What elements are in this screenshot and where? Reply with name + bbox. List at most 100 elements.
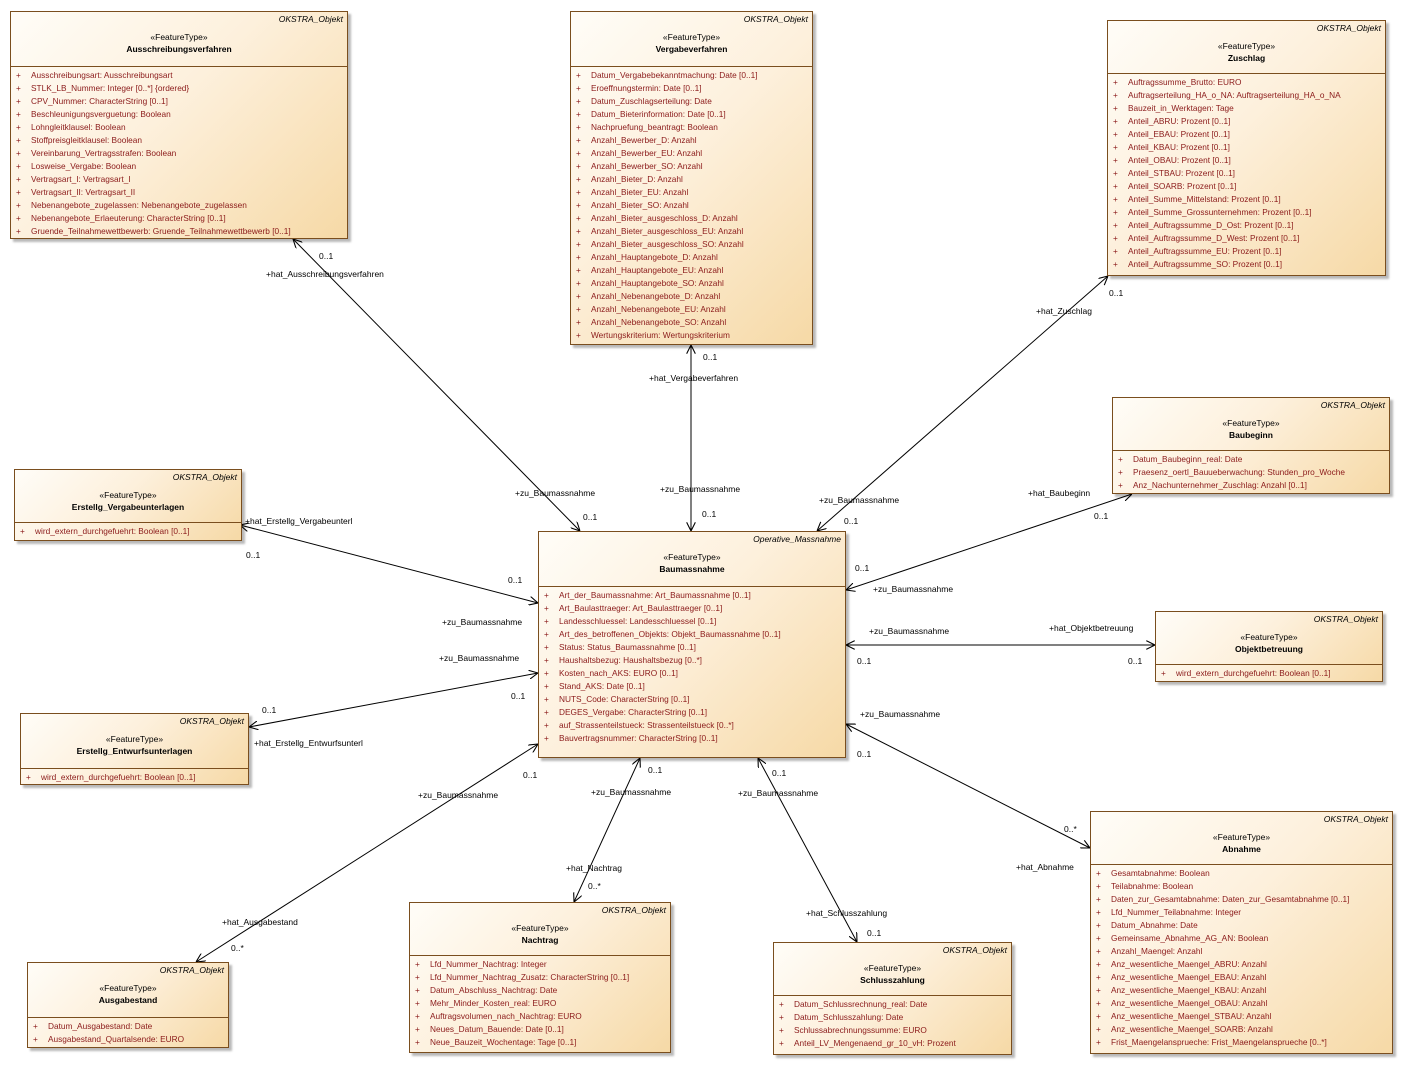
- attribute-visibility: +: [1113, 246, 1118, 256]
- multiplicity-label: 0..1: [857, 749, 872, 759]
- attribute-row: +Haushaltsbezug: Haushaltsbezug [0..*]: [539, 654, 845, 667]
- class-zuschlag[interactable]: OKSTRA_Objekt «FeatureType» Zuschlag +Au…: [1107, 20, 1386, 276]
- class-parent: OKSTRA_Objekt: [1313, 614, 1378, 624]
- attribute-row: + Anteil_Auftragssumme_SO: Prozent [0..1]: [1108, 258, 1385, 271]
- attribute-list: +Datum_Ausgabestand: Date+Ausgabestand_Q…: [28, 1017, 228, 1046]
- association-line-schlusszahlung: [758, 758, 857, 942]
- attribute-visibility: +: [1096, 907, 1101, 917]
- attribute-visibility: +: [544, 681, 549, 691]
- attribute-text: Art_des_betroffenen_Objekts: Objekt_Baum…: [559, 629, 781, 639]
- attribute-row: +Nebenangebote_zugelassen: Nebenangebote…: [11, 199, 347, 212]
- class-nachtrag[interactable]: OKSTRA_Objekt «FeatureType» Nachtrag +Lf…: [409, 902, 671, 1053]
- attribute-text: Lohngleitklausel: Boolean: [31, 122, 126, 132]
- attribute-text: STLK_LB_Nummer: Integer [0..*] {ordered}: [31, 83, 190, 93]
- association-line-erstellg-entwurfsunterlagen: [249, 673, 538, 727]
- attribute-text: Anzahl_Bewerber_D: Anzahl: [591, 135, 697, 145]
- multiplicity-label: 0..1: [583, 512, 598, 522]
- attribute-row: +CPV_Nummer: CharacterString [0..1]: [11, 95, 347, 108]
- attribute-row: +Anteil_Summe_Mittelstand: Prozent [0..1…: [1108, 193, 1385, 206]
- association-line-ausgabestand: [196, 744, 538, 962]
- attribute-text: Anteil_Auftragssumme_D_West: Prozent [0.…: [1128, 233, 1300, 243]
- multiplicity-label: 0..1: [262, 705, 277, 715]
- class-name: Nachtrag: [521, 935, 559, 945]
- class-baumassnahme[interactable]: Operative_Massnahme «FeatureType» Baumas…: [538, 531, 846, 758]
- class-parent: Operative_Massnahme: [753, 534, 841, 544]
- attribute-text: Lfd_Nummer_Nachtrag: Integer: [430, 959, 547, 969]
- attribute-row: +Nachpruefung_beantragt: Boolean: [571, 121, 812, 134]
- attribute-list: +Art_der_Baumassnahme: Art_Baumassnahme …: [539, 586, 845, 745]
- role-label-zu-baumassnahme: +zu_Baumassnahme: [439, 653, 520, 663]
- attribute-text: Anzahl_Bieter_ausgeschloss_SO: Anzahl: [591, 239, 744, 249]
- class-schlusszahlung[interactable]: OKSTRA_Objekt «FeatureType» Schlusszahlu…: [773, 942, 1012, 1055]
- attribute-visibility: +: [16, 226, 21, 236]
- attribute-list: +Datum_Baubeginn_real: Date+Praesenz_oer…: [1113, 450, 1389, 492]
- class-ausgabestand[interactable]: OKSTRA_Objekt «FeatureType» Ausgabestand…: [27, 962, 229, 1048]
- attribute-row: +Anzahl_Maengel: Anzahl: [1091, 945, 1392, 958]
- attribute-visibility: +: [1113, 181, 1118, 191]
- class-parent: OKSTRA_Objekt: [942, 945, 1007, 955]
- multiplicity-label: 0..1: [1094, 511, 1109, 521]
- role-label-hat-baubeginn: +hat_Baubeginn: [1028, 488, 1091, 498]
- attribute-visibility: +: [576, 226, 581, 236]
- class-ausschreibungsverfahren[interactable]: OKSTRA_Objekt «FeatureType» Ausschreibun…: [10, 11, 348, 239]
- attribute-visibility: +: [544, 603, 549, 613]
- role-label-zu-baumassnahme: +zu_Baumassnahme: [442, 617, 523, 627]
- attribute-text: Lfd_Nummer_Nachtrag_Zusatz: CharacterStr…: [430, 972, 630, 982]
- class-name: Baubeginn: [1229, 430, 1273, 440]
- class-erstellg-entwurfsunterlagen[interactable]: OKSTRA_Objekt «FeatureType» Erstellg_Ent…: [20, 713, 249, 785]
- attribute-text: Anteil_LV_Mengenaend_gr_10_vH: Prozent: [794, 1038, 956, 1048]
- class-stereotype: «FeatureType»: [105, 734, 164, 744]
- attribute-row: +Neue_Bauzeit_Wochentage: Tage [0..1]: [410, 1036, 670, 1049]
- attribute-text: Ausschreibungsart: Ausschreibungsart: [31, 70, 173, 80]
- attribute-text: Auftragserteilung_HA_o_NA: Auftragsertei…: [1128, 90, 1341, 100]
- attribute-list: +Ausschreibungsart: Ausschreibungsart+ST…: [11, 66, 347, 238]
- multiplicity-label: 0..*: [1064, 824, 1077, 834]
- attribute-row: +Anzahl_Nebenangebote_SO: Anzahl: [571, 316, 812, 329]
- attribute-visibility: +: [1113, 103, 1118, 113]
- attribute-visibility: +: [544, 655, 549, 665]
- attribute-visibility: +: [1113, 259, 1118, 269]
- multiplicity-label: 0..*: [588, 881, 601, 891]
- attribute-text: Anzahl_Bewerber_EU: Anzahl: [591, 148, 703, 158]
- attribute-text: Anz_Nachunternehmer_Zuschlag: Anzahl [0.…: [1133, 480, 1307, 490]
- class-stereotype: «FeatureType»: [1212, 832, 1271, 842]
- attribute-row: +Gruende_Teilnahmewettbewerb: Gruende_Te…: [11, 225, 347, 238]
- attribute-row: +auf_Strassenteilstueck: Strassenteilstu…: [539, 719, 845, 732]
- class-vergabeverfahren[interactable]: OKSTRA_Objekt «FeatureType» Vergabeverfa…: [570, 11, 813, 345]
- attribute-text: Anzahl_Bieter_ausgeschloss_D: Anzahl: [591, 213, 738, 223]
- attribute-row: +Anzahl_Hauptangebote_EU: Anzahl: [571, 264, 812, 277]
- class-objektbetreuung[interactable]: OKSTRA_Objekt «FeatureType» Objektbetreu…: [1155, 611, 1383, 682]
- attribute-text: Anz_wesentliche_Maengel_SOARB: Anzahl: [1111, 1024, 1273, 1034]
- attribute-text: Nebenangebote_Erlaeuterung: CharacterStr…: [31, 213, 226, 223]
- multiplicity-label: 0..1: [844, 516, 859, 526]
- attribute-text: Auftragssumme_Brutto: EURO: [1128, 77, 1242, 87]
- attribute-row: +Anz_wesentliche_Maengel_STBAU: Anzahl: [1091, 1010, 1392, 1023]
- attribute-visibility: +: [544, 707, 549, 717]
- attribute-visibility: +: [576, 200, 581, 210]
- attribute-text: wird_extern_durchgefuehrt: Boolean [0..1…: [1176, 668, 1331, 678]
- attribute-visibility: +: [544, 694, 549, 704]
- class-erstellg-vergabeunterlagen[interactable]: OKSTRA_Objekt «FeatureType» Erstellg_Ver…: [14, 469, 242, 541]
- class-baubeginn[interactable]: OKSTRA_Objekt «FeatureType» Baubeginn +D…: [1112, 397, 1390, 494]
- class-abnahme[interactable]: OKSTRA_Objekt «FeatureType» Abnahme +Ges…: [1090, 811, 1393, 1054]
- attribute-text: Anzahl_Nebenangebote_SO: Anzahl: [591, 317, 727, 327]
- attribute-text: Anteil_EBAU: Prozent [0..1]: [1128, 129, 1230, 139]
- class-parent: OKSTRA_Objekt: [179, 716, 244, 726]
- attribute-row: +wird_extern_durchgefuehrt: Boolean [0..…: [21, 771, 248, 784]
- attribute-row: +Vertragsart_I: Vertragsart_I: [11, 173, 347, 186]
- class-stereotype: «FeatureType»: [99, 490, 157, 500]
- attribute-row: +Frist_Maengelansprueche: Frist_Maengela…: [1091, 1036, 1392, 1049]
- attribute-text: Anteil_Auftragssumme_SO: Prozent [0..1]: [1128, 259, 1283, 269]
- attribute-row: +Ausgabestand_Quartalsende: EURO: [28, 1033, 228, 1046]
- attribute-row: + Lfd_Nummer_Teilabnahme: Integer: [1091, 906, 1392, 919]
- class-parent: OKSTRA_Objekt: [1316, 23, 1381, 33]
- class-parent: OKSTRA_Objekt: [1323, 814, 1388, 824]
- attribute-text: Lfd_Nummer_Teilabnahme: Integer: [1111, 907, 1242, 917]
- class-name: Erstellg_Entwurfsunterlagen: [76, 746, 193, 756]
- class-parent: OKSTRA_Objekt: [601, 905, 666, 915]
- attribute-row: +Status: Status_Baumassnahme [0..1]: [539, 641, 845, 654]
- attribute-visibility: +: [576, 252, 581, 262]
- attribute-text: Datum_Ausgabestand: Date: [48, 1021, 153, 1031]
- attribute-text: Anz_wesentliche_Maengel_ABRU: Anzahl: [1111, 959, 1267, 969]
